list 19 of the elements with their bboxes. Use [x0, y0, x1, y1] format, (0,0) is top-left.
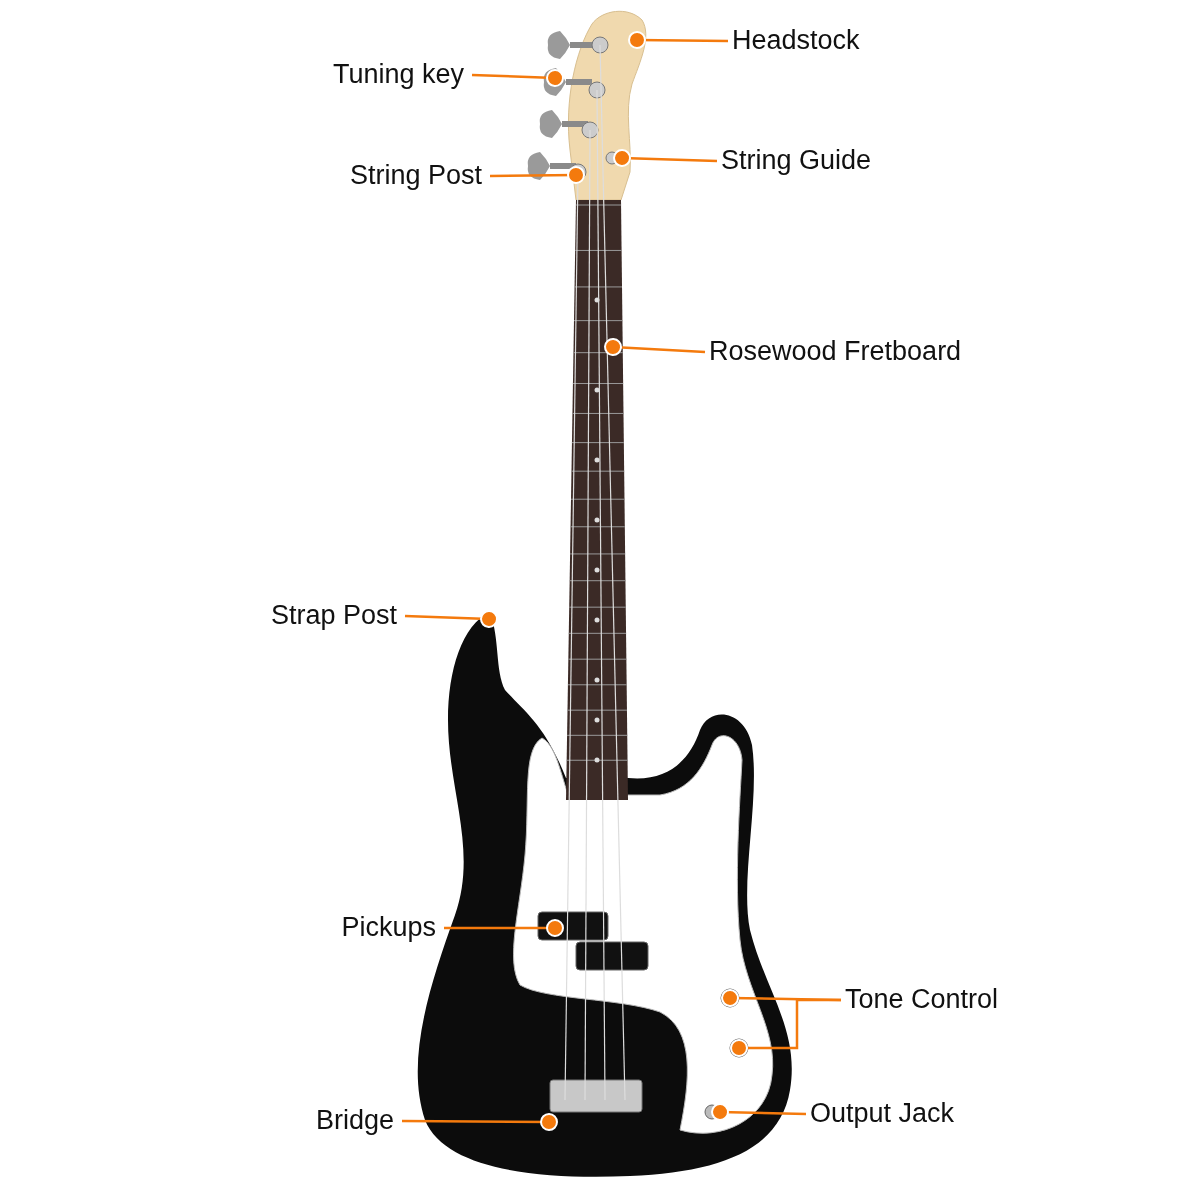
leader-line: [604, 338, 706, 356]
part-label: Output Jack: [810, 1099, 955, 1129]
leader-line: [613, 149, 718, 167]
part-label: Bridge: [315, 1106, 394, 1136]
part-label: String Guide: [721, 146, 872, 176]
leader-line: [471, 69, 564, 87]
leader-line: [711, 1103, 807, 1121]
part-label: Pickups: [341, 913, 436, 943]
part-label: Headstock: [732, 26, 860, 56]
leader-line: [490, 166, 585, 184]
part-label: Tone Control: [845, 985, 999, 1015]
leader-line: [404, 610, 498, 628]
leader-line: [402, 1113, 558, 1131]
part-label: Strap Post: [270, 601, 397, 631]
part-label: Tuning key: [332, 60, 464, 90]
leader-line: [730, 998, 841, 1057]
part-label: Rosewood Fretboard: [709, 337, 962, 367]
leader-line: [628, 31, 728, 49]
part-label: String Post: [349, 161, 482, 191]
